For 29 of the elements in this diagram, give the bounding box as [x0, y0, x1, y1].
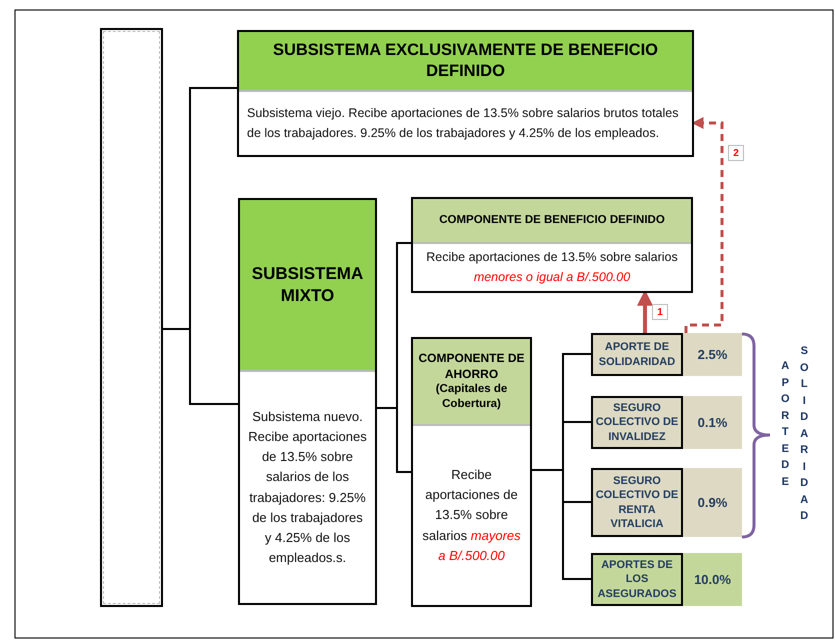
percentage-cell: 0.1% — [683, 396, 742, 449]
arrow — [684, 117, 724, 333]
connector-line — [163, 328, 238, 405]
percentage-cell: 0.9% — [683, 468, 742, 537]
category-box: SEGURO COLECTIVO DE RENTA VITALICIA — [591, 468, 683, 537]
description-text: Subsistema nuevo. Recibe aportaciones de 13.5% sobre salarios de los trabajadores: 9.25% de los trabajadores y 4.25% de los empleados.s. — [248, 408, 367, 567]
section-title: COMPONENTE DE AHORRO — [417, 350, 526, 382]
vertical-label: APORTE DE — [781, 359, 790, 490]
category-box: SEGURO COLECTIVO DE INVALIDEZ — [591, 396, 683, 449]
section-card — [238, 198, 377, 605]
step-number: 1 — [652, 304, 668, 320]
category-box: APORTES DE LOS ASEGURADOS — [591, 553, 683, 606]
section-title: SUBSISTEMA EXCLUSIVAMENTE DE BENEFICIO DEFINIDO — [272, 40, 660, 82]
vertical-label: SOLIDARIDAD — [800, 344, 809, 524]
connector-line — [377, 407, 411, 473]
category-box: APORTE DE SOLIDARIDAD — [591, 333, 683, 376]
description-text: Recibe aportaciones de 13.5% sobre salarios menores o igual a B/.500.00 — [425, 249, 679, 286]
section-card — [237, 30, 694, 157]
description-text: Subsistema viejo. Recibe aportaciones de 13.5% sobre salarios brutos totales de los trabajadores. 9.25% de los trabajadores y 4.25% de los empleados. — [247, 105, 680, 142]
description-text: Recibe aportaciones de 13.5% sobre salarios mayores a B/.500.00 — [421, 466, 522, 565]
section-title: SUBSISTEMA MIXTO — [250, 262, 364, 307]
empty-box — [100, 28, 163, 607]
section-card — [411, 337, 532, 607]
section-card — [411, 197, 693, 293]
percentage-cell: 2.5% — [683, 333, 742, 376]
section-title: COMPONENTE DE BENEFICIO DEFINIDO — [439, 213, 665, 228]
section-subtitle: (Capitales de Cobertura) — [434, 382, 508, 412]
step-number: 2 — [728, 145, 744, 161]
percentage-cell: 10.0% — [683, 553, 742, 606]
